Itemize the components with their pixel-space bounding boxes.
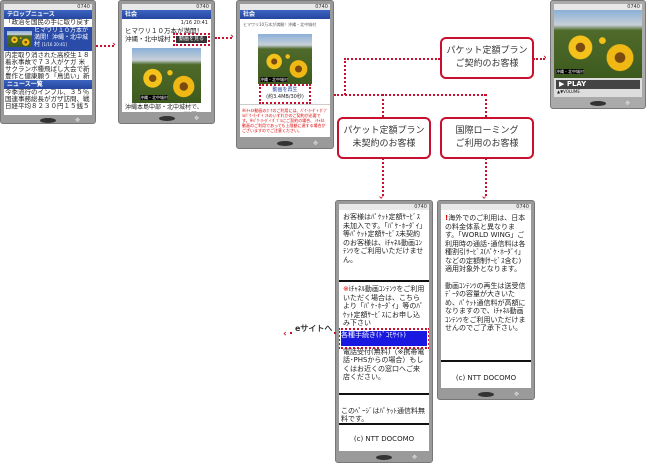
status-bar: 0740 [240, 4, 330, 10]
procedure-link[interactable]: 各種手続き(ﾄﾞｺﾓｻｲﾄ) [339, 327, 429, 349]
arrow-icon: › [230, 32, 234, 42]
select-key-icon [376, 455, 392, 460]
list-item[interactable]: 豊作と健康願う「鳥追い」新 [5, 72, 90, 80]
list-item[interactable]: 内定取り消された高校生１８ [5, 51, 90, 59]
status-bar: 0740 [339, 204, 429, 210]
esite-label[interactable]: eサイトへ [293, 323, 335, 334]
volume-control[interactable]: ▲▼VOLUME [557, 89, 580, 94]
dpad-icon: ✥ [312, 140, 318, 147]
dpad-icon: ✥ [74, 117, 80, 124]
list-item[interactable]: 今季流行のインフル、３５％ [5, 88, 90, 96]
label-not-contracted: パケット定額プラン 未契約のお客様 [337, 117, 431, 159]
not-contracted-message: お客様はﾊﾟｹｯﾄ定額ｻｰﾋﾞｽ未加入です。「ﾊﾟｹ･ﾎｰﾀﾞｲ」等ﾊﾟｹｯﾄ定… [343, 213, 424, 264]
notice-text: ※iﾁｬﾈﾙ動画のｶﾞｹのご利用には、ﾊﾟｹ･ﾎｰﾀﾞｲ ﾀﾞﾌﾞﾙ/ﾊﾟｹ･ﾎ… [240, 104, 330, 136]
video-button[interactable]: 動画を見る [172, 33, 211, 46]
status-bar: 0740 [122, 4, 211, 10]
arrow-icon: › [375, 195, 386, 200]
status-bar: 0740 [441, 204, 531, 210]
play-button[interactable]: ▶ PLAY [556, 80, 640, 89]
dpad-icon: ✥ [193, 115, 199, 122]
warning-icon: ※ [343, 285, 349, 293]
connector [485, 158, 487, 196]
list-item[interactable]: サクランボ種飛ばし大会で新 [5, 65, 90, 73]
roaming-message: 動画ｺﾝﾃﾝﾂの再生は送受信ﾃﾞｰﾀの容量が大きいため、ﾊﾟｹｯﾄ通信料が高額に… [445, 281, 526, 333]
connector [485, 94, 487, 117]
label-contracted: パケット定額プラン ご契約のお客様 [440, 37, 534, 79]
select-key-icon [158, 116, 175, 121]
article-title: ヒマワリ10万本が満開！沖縄・北中城村 [243, 22, 317, 27]
phone-roaming: 0740 !海外でのご利用は、日本の料金体系と異なります。「WORLD WING… [437, 200, 535, 400]
arrow-icon: › [112, 40, 116, 50]
connector [215, 37, 232, 39]
news-items: 内定取り消された高校生１８ 着氷事故で７３人がケガ 米 サクランボ種飛ばし大会で… [4, 52, 92, 80]
copyright: (c) NTT DOCOMO [441, 359, 531, 383]
alert-icon: ! [445, 214, 449, 222]
label-roaming: 国際ローミング ご利用のお客様 [440, 117, 534, 159]
thumbnail [7, 31, 32, 47]
connector [533, 58, 545, 60]
header: 社会 [240, 10, 330, 19]
header: 社会 [122, 10, 211, 19]
connector [382, 94, 384, 117]
arrow-icon: › [283, 328, 287, 338]
article-title: ヒマワリ１０万本が満開！沖縄・北中城村 [125, 27, 203, 43]
phone-video-player: 0740 沖縄・北中城村 ▶ PLAY ▲▼VOLUME ✥ [550, 0, 646, 109]
phone-article: 0740 社会 1/16 20:41 ヒマワリ１０万本が満開！沖縄・北中城村 動… [118, 0, 215, 124]
select-key-icon [590, 101, 606, 106]
list-item[interactable]: 着氷事故で７３人がケガ 米 [5, 58, 86, 66]
featured-news[interactable]: ヒマワリ１０万本が満開！沖縄・北中城村 [1/16 20:41] [4, 27, 92, 51]
header: テロップニュース [4, 10, 92, 19]
timestamp: 1/16 20:41 [180, 20, 208, 26]
telop[interactable]: 「政治を国民の手に取り戻す [5, 18, 90, 26]
article-body: 沖縄本島中部・北中城村で、１０万本のヒマワリが満開を迎えた。去年は交通渋滞が起き… [125, 104, 203, 111]
connector [334, 94, 486, 96]
status-bar: 0740 [554, 4, 642, 10]
list-item[interactable]: 日経平均８２３０円１５銭５ [5, 102, 90, 110]
list-header: ニュース一覧 [4, 80, 92, 89]
video-frame: 沖縄・北中城村 [554, 10, 642, 78]
volume-icon: ▲▼ [557, 89, 564, 94]
status-bar: 0740 [4, 4, 92, 10]
connector [382, 158, 384, 196]
arrow-icon: › [543, 53, 547, 63]
phone-video-page: 0740 社会 ヒマワリ10万本が満開！沖縄・北中城村 沖縄・北中城村 動画を再… [236, 0, 334, 149]
select-key-icon [40, 118, 56, 123]
phone-info: 電話受付(無料)（※携帯電話･PHSからの場合）もしくはお近くの窓口へご来店くだ… [343, 347, 425, 382]
phone-news-top: 0740 テロップニュース 「政治を国民の手に取り戻す ヒマワリ１０万本が満開！… [0, 0, 96, 124]
video-thumbnail[interactable]: 沖縄・北中城村 [258, 34, 312, 84]
free-notice: このﾍﾟｰｼﾞはﾊﾟｹｯﾄ通信料無料です。 [339, 392, 429, 425]
play-video-link[interactable]: 動画を再生 (約3.4MB/30秒) [259, 84, 311, 104]
phone-not-contracted: 0740 お客様はﾊﾟｹｯﾄ定額ｻｰﾋﾞｽ未加入です。「ﾊﾟｹ･ﾎｰﾀﾞｲ」等ﾊ… [335, 200, 433, 463]
copyright: (c) NTT DOCOMO [353, 434, 415, 443]
connector [96, 45, 114, 47]
select-key-icon [277, 141, 293, 146]
connector [344, 58, 440, 60]
select-key-icon [478, 392, 494, 397]
play-icon: ▶ [559, 80, 567, 88]
dpad-icon: ✥ [411, 454, 417, 461]
article-image: 沖縄・北中城村 [132, 48, 201, 103]
dpad-icon: ✥ [513, 391, 519, 398]
connector [344, 58, 346, 95]
list-item[interactable]: 国連事務総長がガザ訪問、戦 [5, 95, 90, 103]
dpad-icon: ✥ [624, 100, 630, 107]
arrow-icon: › [478, 195, 489, 200]
news-list: 今季流行のインフル、３５％ 国連事務総長がガザ訪問、戦 日経平均８２３０円１５銭… [4, 89, 92, 110]
